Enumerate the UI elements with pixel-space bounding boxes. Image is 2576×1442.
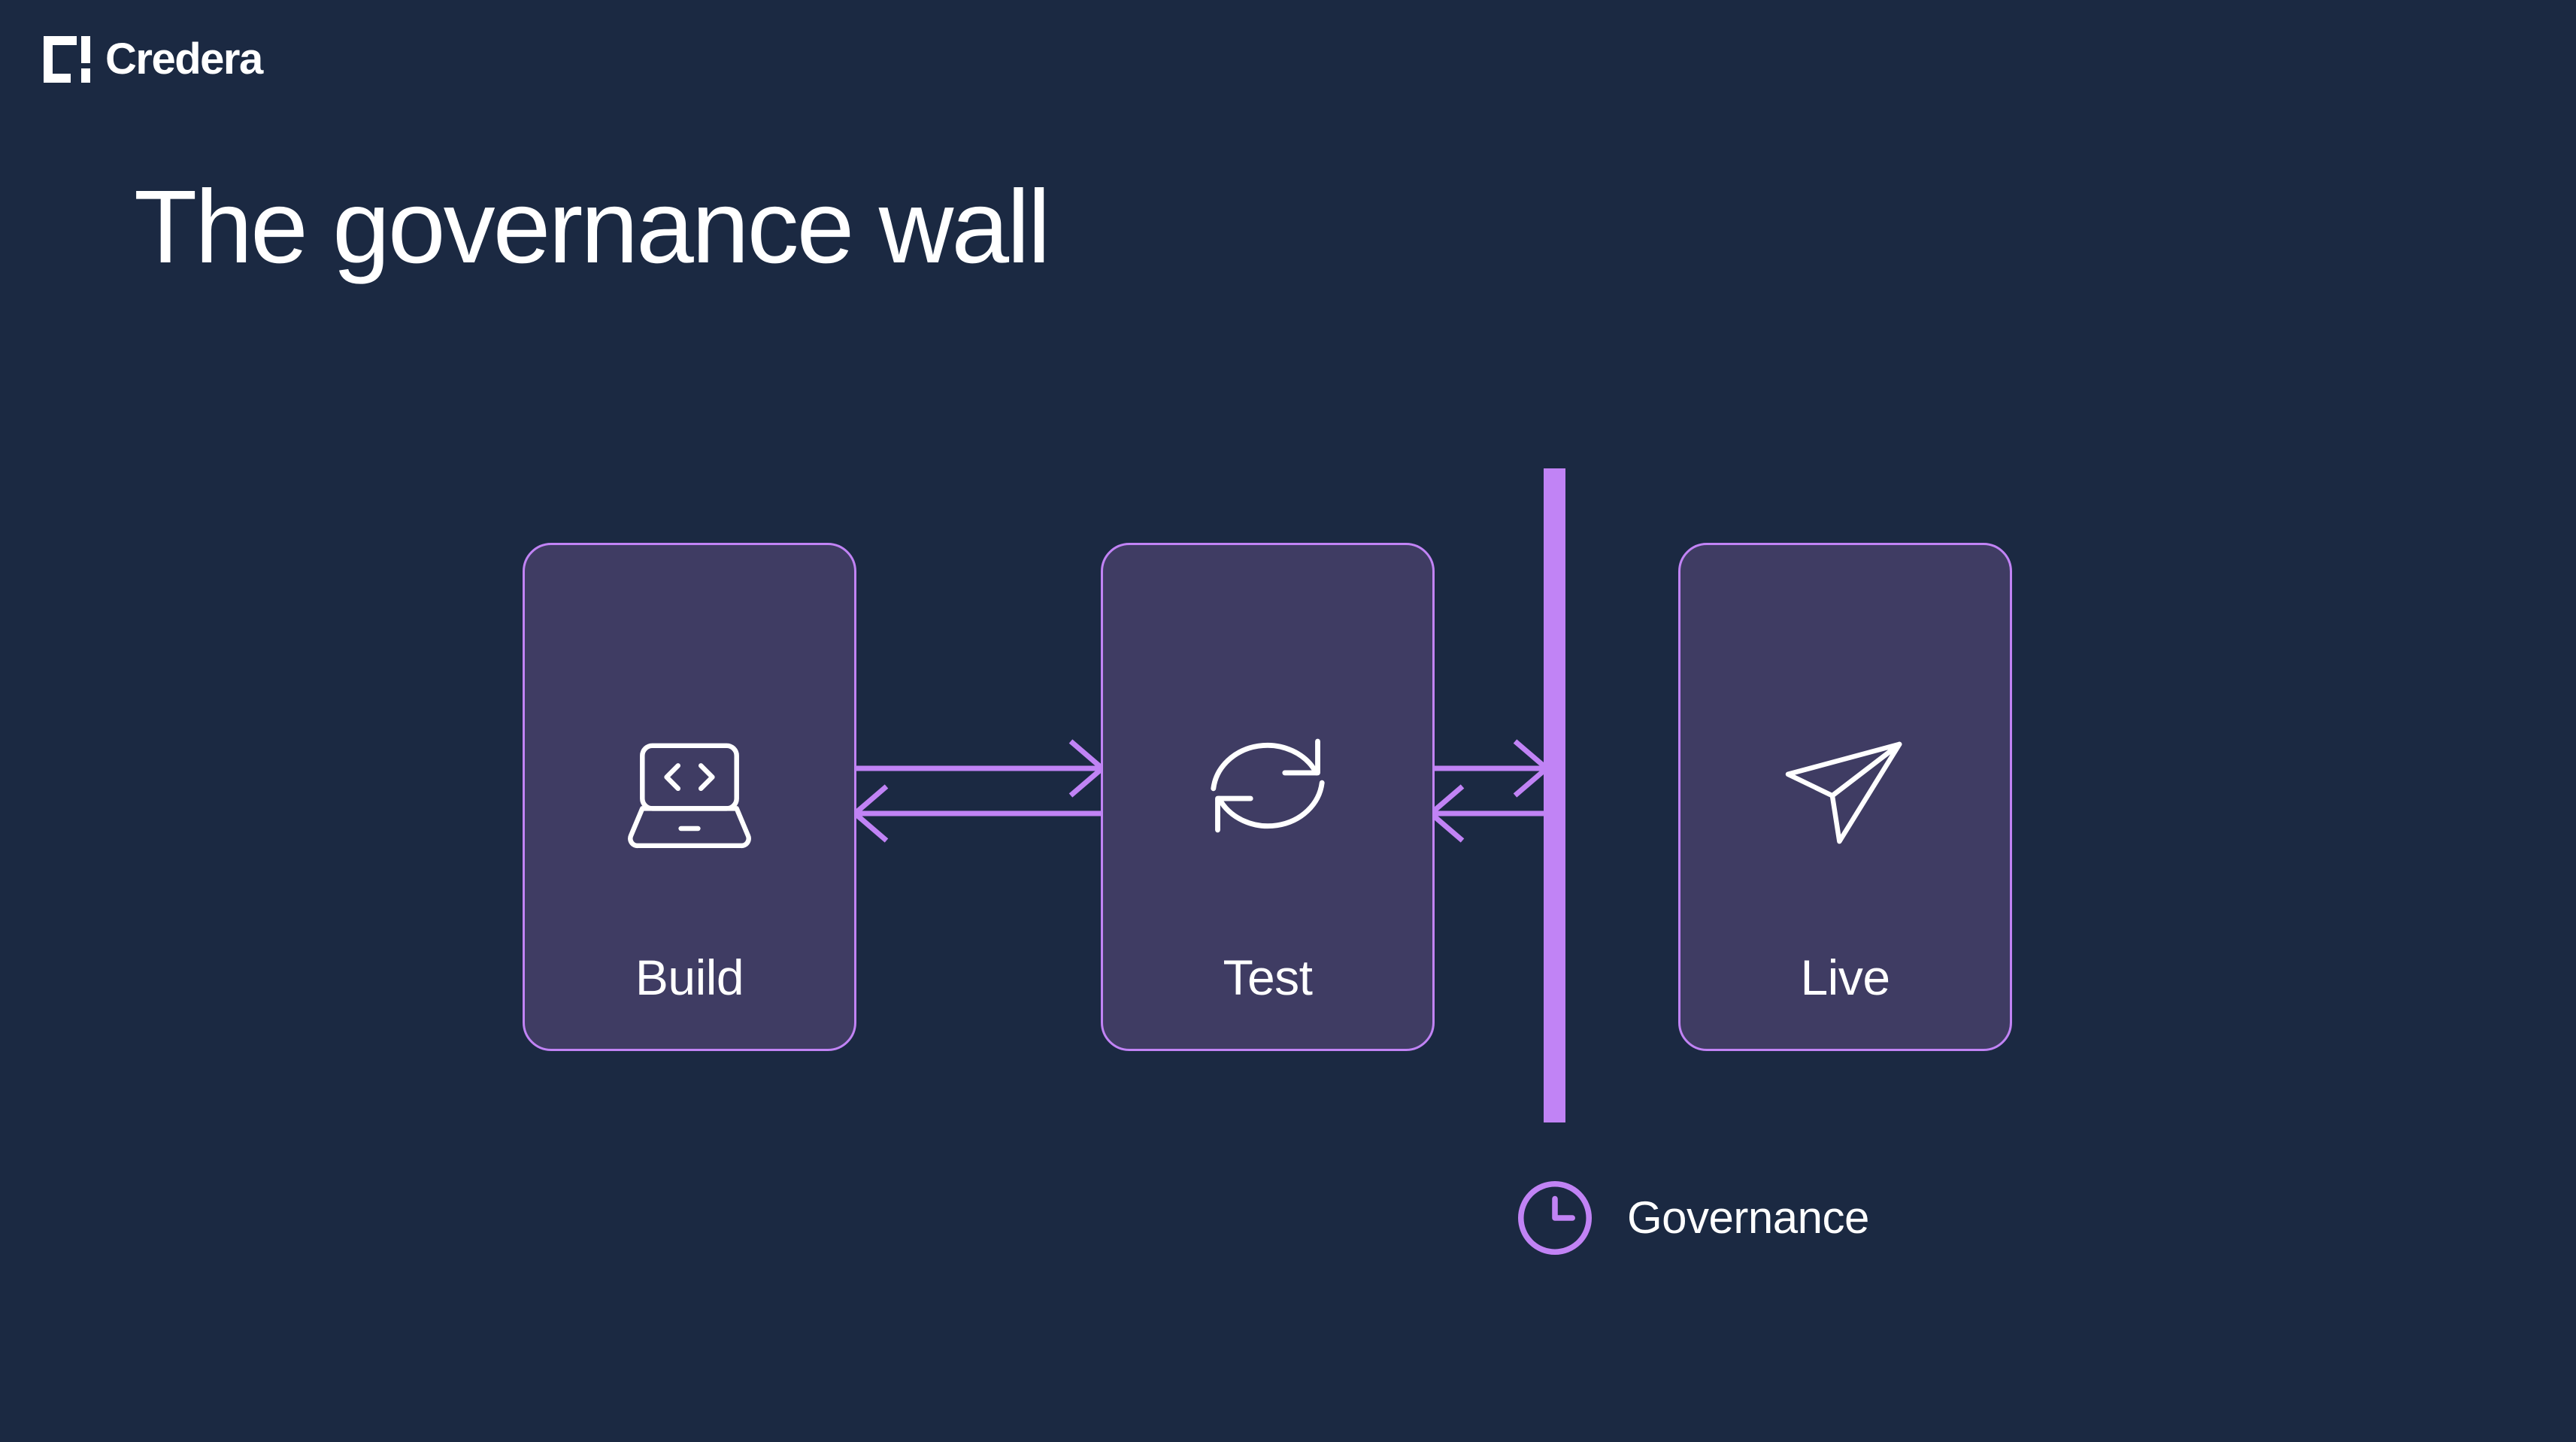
stage-card-live[interactable]: Live — [1678, 543, 2012, 1051]
brand-logo: Credera — [44, 33, 263, 86]
credera-square-mark-icon — [44, 36, 90, 83]
stage-label-live: Live — [1800, 950, 1890, 1005]
refresh-cycle-icon — [1196, 714, 1339, 857]
page-title: The governance wall — [134, 169, 1050, 285]
stage-card-test[interactable]: Test — [1101, 543, 1435, 1051]
governance-legend-label: Governance — [1627, 1192, 1869, 1243]
stage-card-build[interactable]: Build — [523, 543, 856, 1051]
arrow-test-to-build — [850, 784, 1101, 843]
arrow-wall-to-test — [1426, 784, 1545, 843]
stage-label-test: Test — [1223, 950, 1313, 1005]
arrow-build-to-test — [856, 739, 1107, 798]
brand-name: Credera — [105, 35, 263, 83]
governance-wall-bar — [1544, 468, 1565, 1122]
stage-label-build: Build — [635, 950, 744, 1005]
clock-icon — [1511, 1174, 1599, 1262]
laptop-code-icon — [618, 714, 761, 857]
arrow-test-to-wall — [1432, 739, 1551, 798]
governance-legend: Governance — [1511, 1174, 1869, 1262]
paper-plane-send-icon — [1774, 714, 1917, 857]
